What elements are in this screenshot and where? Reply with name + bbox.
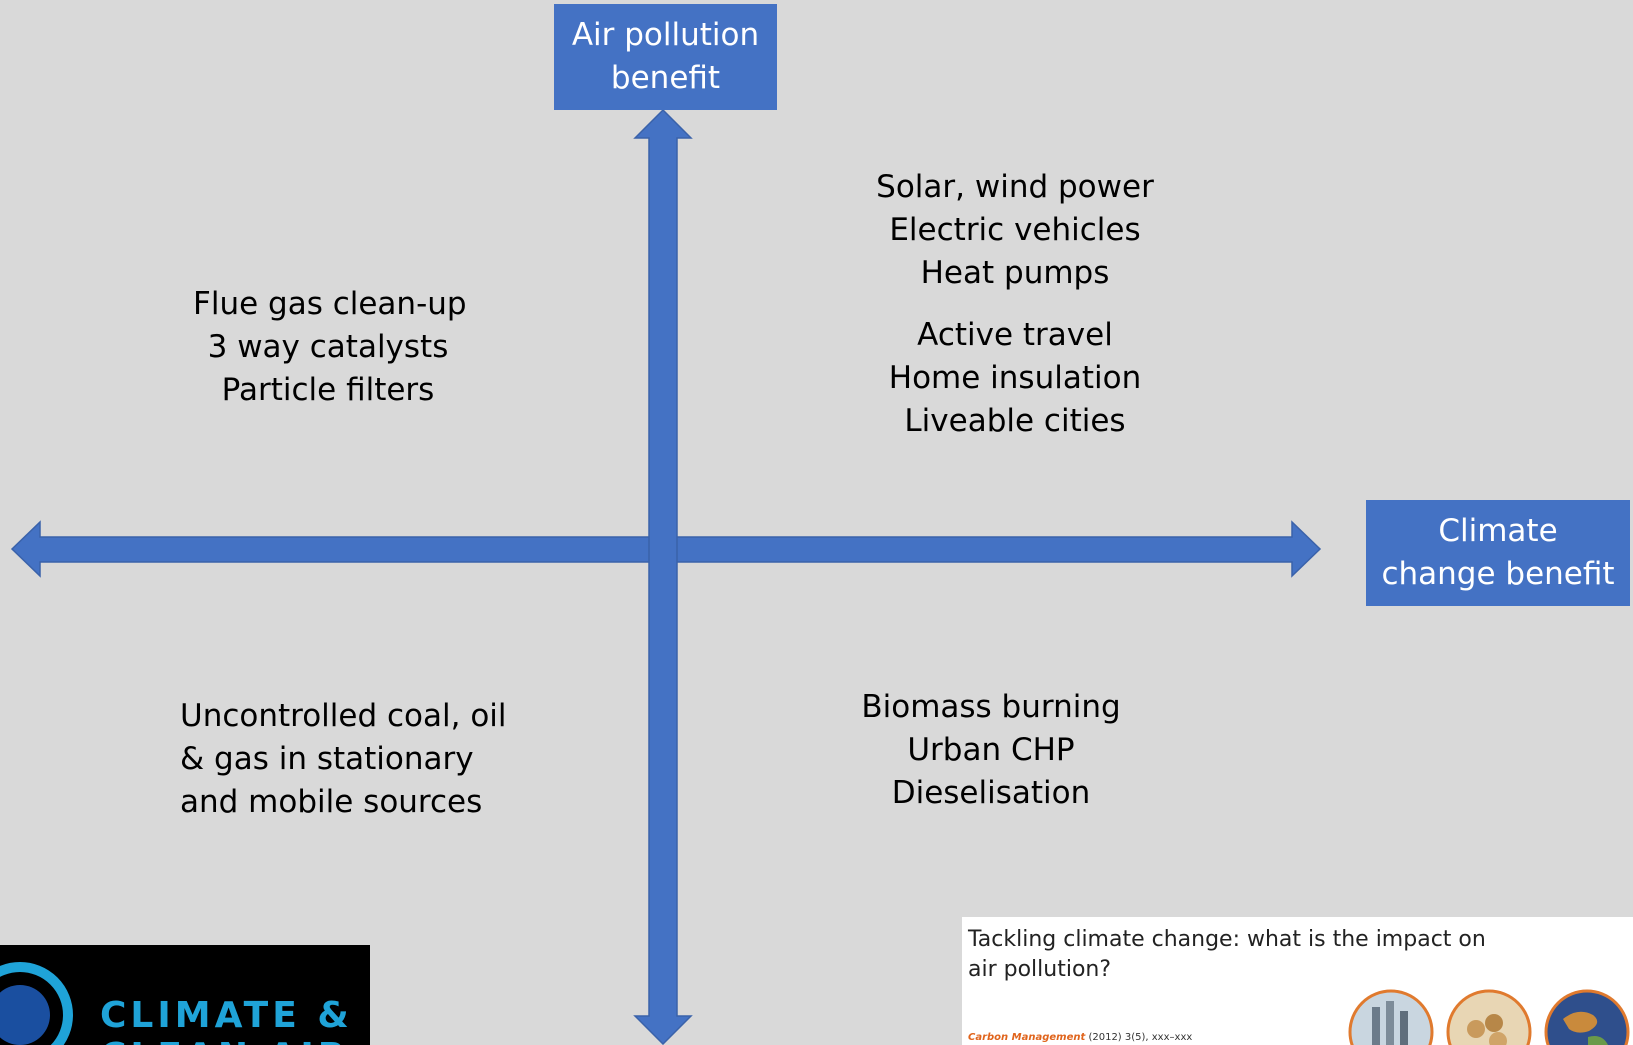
quadrant-item: Particle filters (221, 372, 435, 408)
y-axis-label-box: Air pollution benefit (554, 4, 777, 110)
quadrant-item: Home insulation (888, 360, 1142, 396)
citation-detail: (2012) 3(5), xxx–xxx (1088, 1032, 1193, 1043)
logs-thumbnail-icon (1446, 989, 1532, 1045)
quadrant-item: Heat pumps (920, 255, 1110, 291)
quadrant-item: and mobile sources (180, 784, 483, 820)
top-right-quadrant-group-1: Solar, wind power Electric vehicles Heat… (870, 166, 1160, 295)
logo-line-2: CLEAN AIR (100, 1036, 353, 1045)
paper-citation: Carbon Management (2012) 3(5), xxx–xxx (968, 1032, 1192, 1043)
x-axis-label-box: Climate change benefit (1366, 500, 1630, 606)
climate-clean-air-logo: CLIMATE & CLEAN AIR (0, 945, 370, 1045)
y-axis-label-line: Air pollution (571, 17, 760, 53)
quadrant-item: Dieselisation (891, 775, 1091, 811)
paper-reference-card: Tackling climate change: what is the imp… (962, 917, 1633, 1045)
quadrant-item: Active travel (917, 317, 1113, 353)
quadrant-item: 3 way catalysts (207, 329, 449, 365)
quadrant-item: Liveable cities (904, 403, 1126, 439)
earth-thumbnail-icon (1544, 989, 1630, 1045)
y-axis-label-line: benefit (610, 60, 721, 96)
top-left-quadrant: Flue gas clean-up 3 way catalysts Partic… (193, 283, 467, 412)
quadrant-item: Flue gas clean-up (193, 286, 467, 322)
paper-thumbnails (1348, 989, 1630, 1045)
quadrant-item: Biomass burning (861, 689, 1121, 725)
quadrant-item: & gas in stationary (180, 741, 474, 777)
logo-line-1: CLIMATE & (100, 995, 353, 1036)
quadrant-item: Uncontrolled coal, oil (180, 698, 507, 734)
quadrant-item: Electric vehicles (889, 212, 1141, 248)
quadrant-item: Solar, wind power (876, 169, 1154, 205)
bottom-right-quadrant: Biomass burning Urban CHP Dieselisation (856, 686, 1126, 815)
vertical-axis-arrow (633, 108, 693, 1045)
factory-thumbnail-icon (1348, 989, 1434, 1045)
journal-name: Carbon Management (968, 1032, 1086, 1043)
logo-text: CLIMATE & CLEAN AIR (100, 995, 353, 1045)
paper-title: Tackling climate change: what is the imp… (968, 927, 1486, 982)
logo-emblem-icon (0, 962, 73, 1045)
quadrant-item: Urban CHP (907, 732, 1075, 768)
x-axis-label-line: change benefit (1381, 556, 1615, 592)
bottom-left-quadrant: Uncontrolled coal, oil & gas in stationa… (180, 695, 507, 824)
x-axis-label-line: Climate (1438, 513, 1558, 549)
top-right-quadrant-group-2: Active travel Home insulation Liveable c… (870, 314, 1160, 443)
